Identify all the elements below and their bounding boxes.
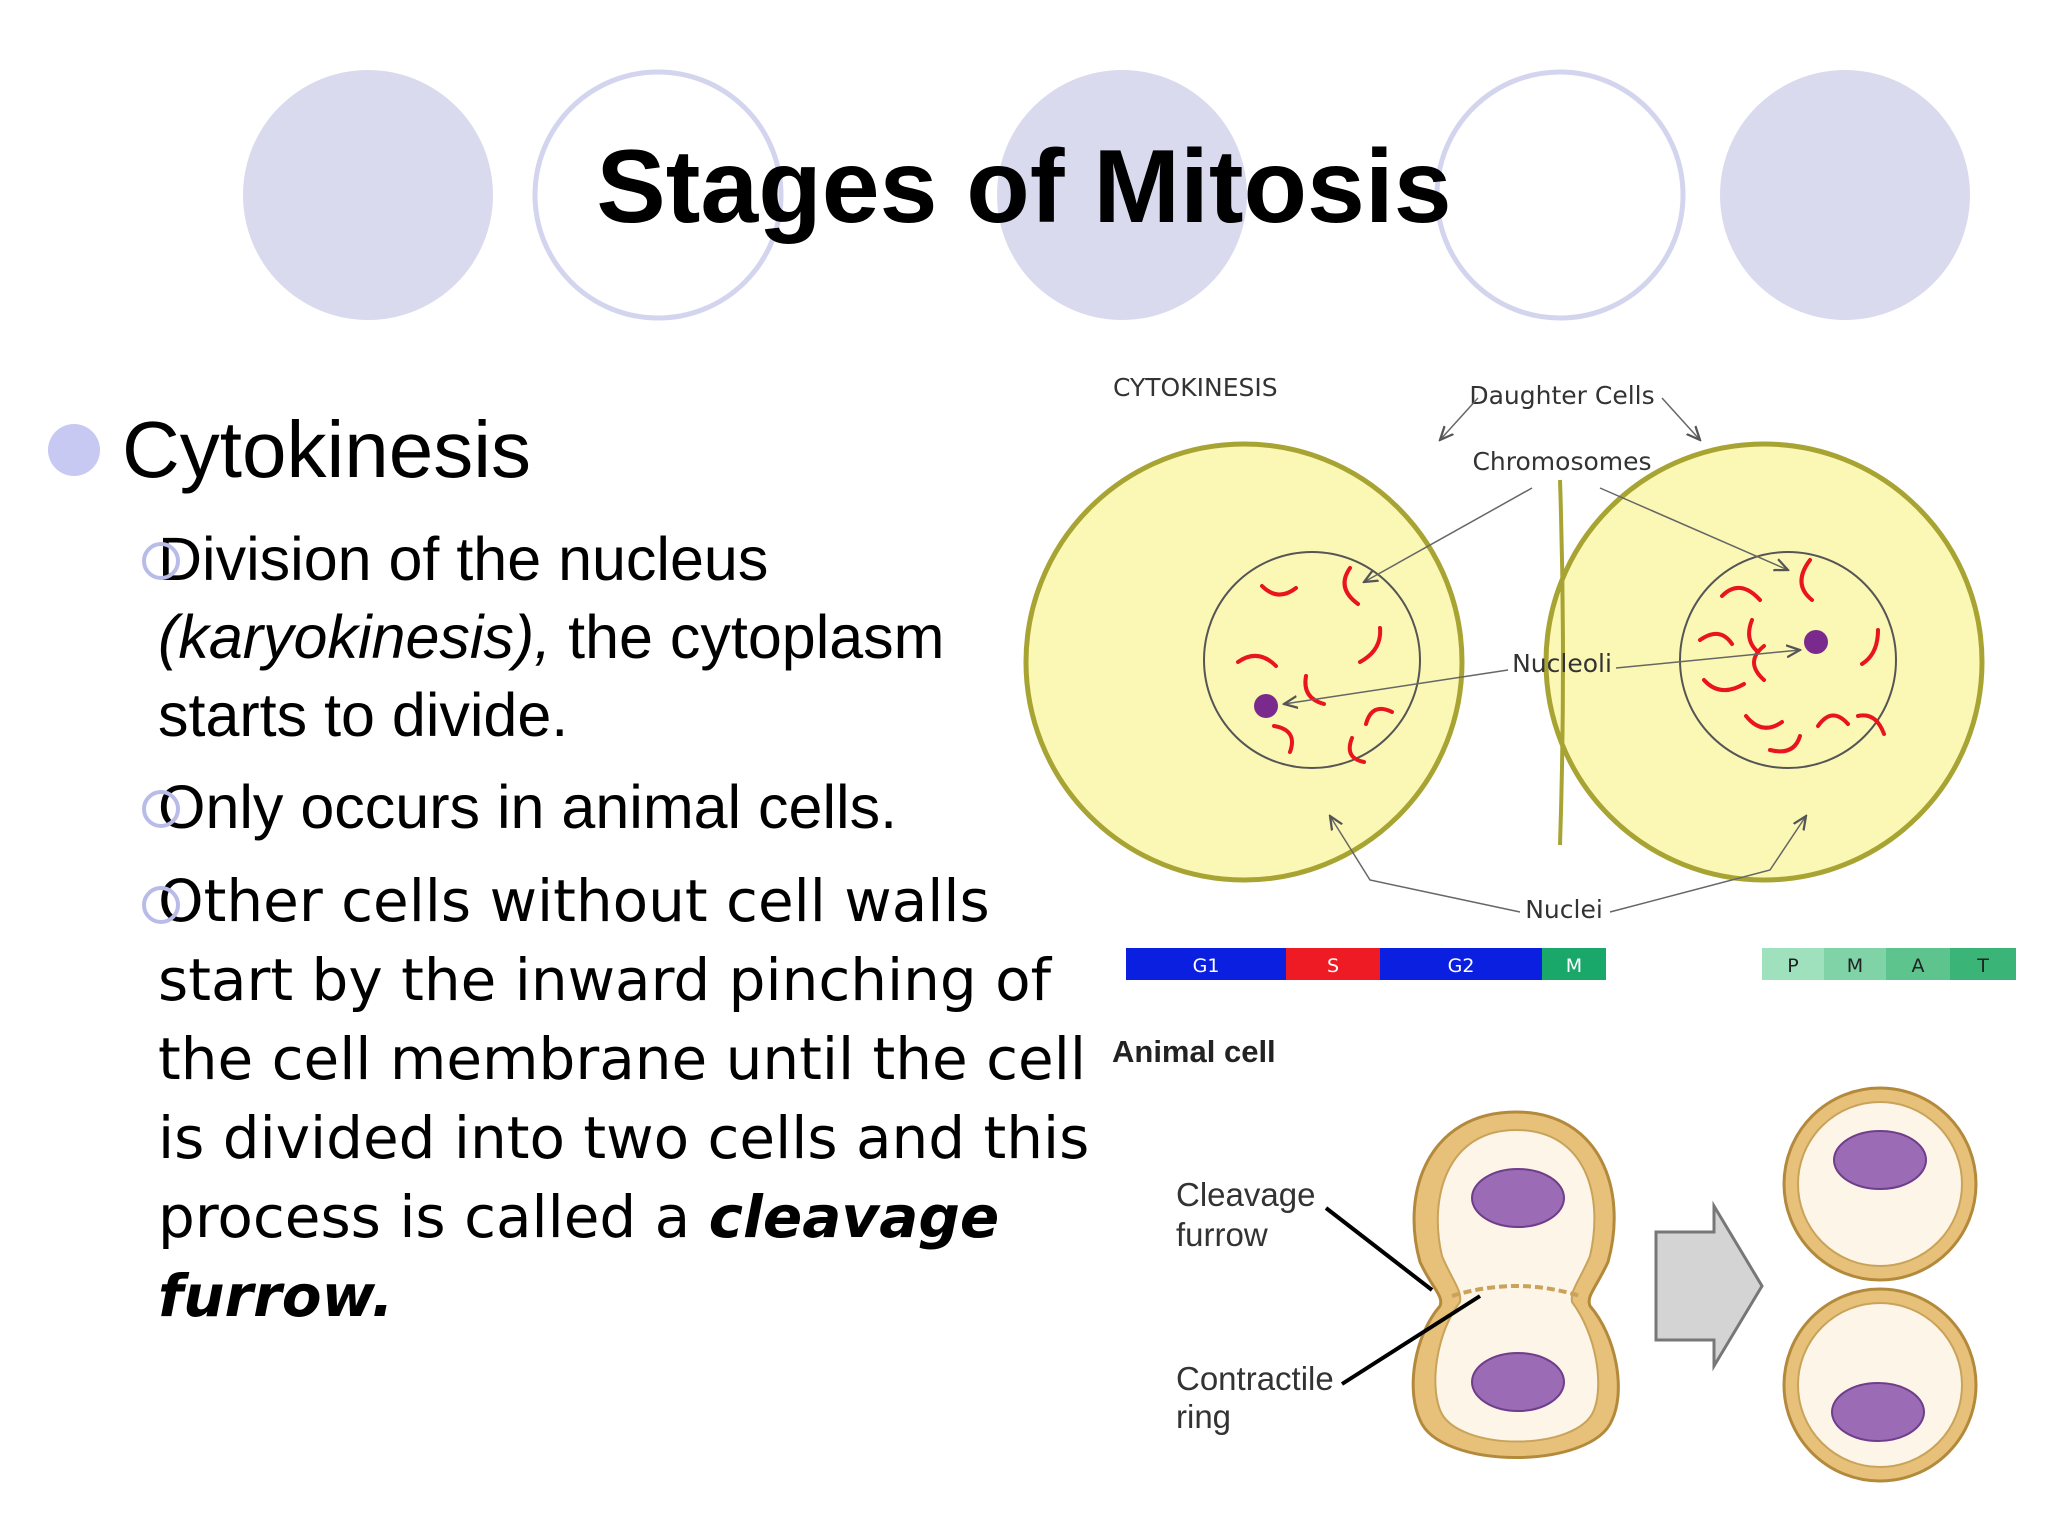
chromosomes-left [1236, 566, 1394, 764]
sub-bullet-ring-icon [142, 790, 180, 828]
nucleus-left [1203, 551, 1421, 769]
phase-s: S [1327, 955, 1339, 977]
sub-point-1-italic: (karyokinesis), [158, 603, 552, 671]
phase-a: A [1912, 955, 1925, 977]
chromosomes-right [1698, 558, 1886, 754]
phase-g2: G2 [1448, 955, 1475, 977]
sub-point-1-before: Division of the nucleus [158, 525, 769, 593]
phase-g1: G1 [1193, 955, 1220, 977]
deco-ring-2 [532, 69, 784, 321]
sub-point-3-before: Other cells without cell walls start by … [158, 867, 1090, 1251]
bullet-cytokinesis: Cytokinesis [40, 410, 1090, 490]
nucleus-top-dividing [1471, 1168, 1565, 1228]
phase-m2: M [1847, 955, 1863, 977]
label-contractile-2: ring [1176, 1398, 1231, 1435]
deco-circle-3 [997, 70, 1247, 320]
sub-point-division: Division of the nucleus (karyokinesis), … [40, 520, 1090, 754]
label-chromosomes: Chromosomes [1472, 447, 1651, 476]
sub-point-animal-cells: Only occurs in animal cells. [40, 768, 1090, 846]
sub-point-2-text: Only occurs in animal cells. [158, 773, 898, 841]
nucleolus-left [1254, 694, 1278, 718]
nucleus-right [1679, 551, 1897, 769]
sub-bullet-ring-icon [142, 886, 180, 924]
sub-point-3-emphasis: cleavage furrow. [158, 1183, 1000, 1330]
bullet-dot-icon [48, 424, 100, 476]
label-cleavage-2: furrow [1176, 1216, 1268, 1253]
label-nuclei: Nuclei [1525, 895, 1603, 924]
cell-cycle-bar: G1 S G2 M [1126, 948, 1606, 980]
phase-p: P [1787, 955, 1798, 977]
cytokinesis-heading: CYTOKINESIS [1113, 373, 1278, 402]
cytokinesis-diagram: CYTOKINESIS [1023, 373, 2016, 980]
label-nucleoli: Nucleoli [1512, 649, 1612, 678]
daughter-cell-bottom [1782, 1287, 1978, 1483]
animal-cell-heading: Animal cell [1112, 1034, 1276, 1069]
slide-title: Stages of Mitosis [596, 129, 1452, 245]
sub-bullet-ring-icon [142, 542, 180, 580]
phase-m: M [1566, 955, 1582, 977]
process-arrow-icon [1654, 1200, 1764, 1372]
bullet-label: Cytokinesis [122, 405, 532, 494]
deco-circle-5 [1720, 70, 1970, 320]
deco-circle-1 [243, 70, 493, 320]
sub-point-cleavage: Other cells without cell walls start by … [40, 862, 1090, 1336]
daughter-cell-top [1782, 1086, 1978, 1282]
bullet-list: Cytokinesis Division of the nucleus (kar… [40, 410, 1090, 1336]
leader-lines [1284, 397, 1806, 913]
pointer-cleavage [1324, 1206, 1434, 1292]
daughter-cell-left [1023, 441, 1465, 883]
decorative-circles [243, 69, 1970, 321]
deco-ring-4 [1434, 69, 1686, 321]
sub-point-1-after: the cytoplasm starts to divide. [158, 603, 945, 749]
pointer-ring [1340, 1294, 1482, 1386]
mitosis-phase-bar: P M A T [1762, 948, 2016, 980]
nucleolus-right [1804, 630, 1828, 654]
furrow-line [1451, 1284, 1581, 1298]
animal-cell-diagram: Animal cell Cleavage furrow Contractile … [1112, 1034, 1978, 1483]
label-contractile-1: Contractile [1176, 1360, 1334, 1397]
label-cleavage-1: Cleavage [1176, 1176, 1315, 1213]
sub-bullet-list: Division of the nucleus (karyokinesis), … [40, 520, 1090, 1336]
label-daughter-cells: Daughter Cells [1469, 381, 1654, 410]
daughter-cell-right [1543, 441, 1985, 883]
nucleus-bottom-dividing [1471, 1352, 1565, 1412]
phase-t: T [1976, 955, 1989, 977]
